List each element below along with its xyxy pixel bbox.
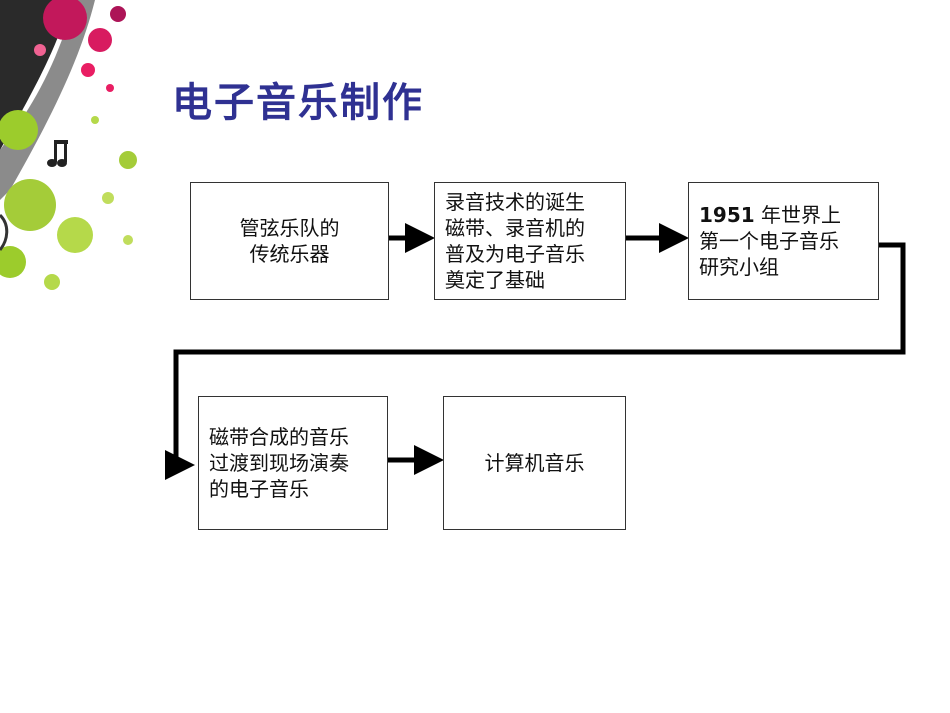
flow-box-tape-synthesis: 磁带合成的音乐 过渡到现场演奏 的电子音乐 [198,396,388,530]
page-title: 电子音乐制作 [172,80,424,126]
box-text-line: 研究小组 [699,255,779,279]
box-text-line: 录音技术的诞生 [445,190,585,214]
box-text-line: 计算机音乐 [484,451,585,475]
box-text-line: 的电子音乐 [209,477,309,501]
box-text-line: 磁带合成的音乐 [209,425,349,449]
box-text-line: 第一个电子音乐 [699,229,839,253]
box-text-line: 普及为电子音乐 [445,242,585,266]
flow-box-research-group: 1951 年世界上 第一个电子音乐 研究小组 [688,182,879,300]
year-label: 1951 [699,203,755,227]
box-text-fragment: 年世界上 [754,203,842,227]
flow-box-recording: 录音技术的诞生 磁带、录音机的 普及为电子音乐 奠定了基础 [434,182,626,300]
box-text-line: 1951 年世界上 [699,202,878,228]
box-text-line: 管弦乐队的 [239,216,340,240]
box-text-line: 过渡到现场演奏 [209,451,349,475]
flow-box-orchestra: 管弦乐队的 传统乐器 [190,182,389,300]
box-text-line: 传统乐器 [249,242,330,266]
decorative-splash-art [0,0,150,310]
box-text-line: 磁带、录音机的 [445,216,585,240]
music-note-icon [47,140,68,167]
flow-box-computer-music: 计算机音乐 [443,396,626,530]
arrow-3-to-4 [165,242,906,480]
box-text-line: 奠定了基础 [445,268,545,292]
